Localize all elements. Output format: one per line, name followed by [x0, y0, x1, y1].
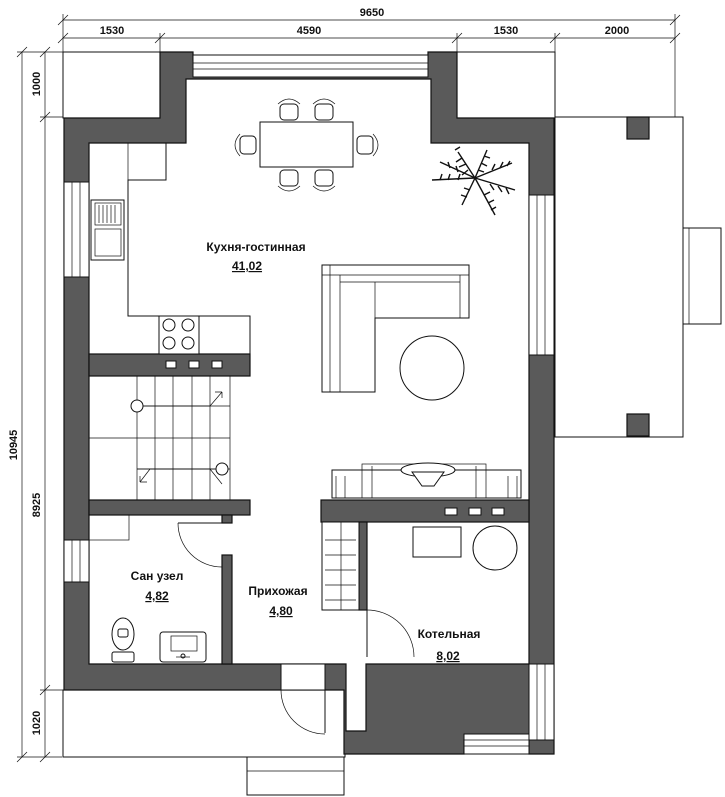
dim-top-4: 2000 — [605, 25, 629, 37]
door-bathroom — [177, 522, 223, 568]
bathroom-shelf — [88, 514, 130, 541]
dim-top-2: 4590 — [297, 25, 321, 37]
dim-total-height: 10945 — [8, 430, 20, 461]
room-name-hall: Прихожая — [248, 584, 307, 598]
room-area-bathroom: 4,82 — [145, 589, 169, 603]
wall-boiler-top — [320, 499, 530, 523]
kitchen-counter — [89, 142, 251, 354]
room-area-hall: 4,80 — [269, 604, 293, 618]
terrace — [554, 116, 722, 438]
plant-icon — [431, 146, 516, 216]
top-niche-right — [456, 51, 556, 119]
wall-boiler-left — [358, 521, 368, 611]
door-boiler — [366, 609, 415, 658]
window-right-boiler — [528, 663, 555, 741]
water-tank — [472, 525, 518, 571]
door-entrance — [280, 689, 326, 735]
dim-left-1: 1000 — [31, 72, 43, 96]
sofa — [321, 264, 470, 393]
wall-stair-bottom — [88, 499, 251, 516]
window-top — [192, 54, 429, 78]
top-niche-left — [62, 51, 161, 119]
sink-icon — [90, 199, 125, 261]
room-name-boiler: Котельная — [418, 627, 481, 641]
tv-console — [331, 462, 522, 499]
dim-top-3: 1530 — [494, 25, 518, 37]
room-name-living: Кухня-гостинная — [206, 240, 305, 254]
stove-icon — [158, 315, 200, 355]
dining-table — [259, 121, 354, 168]
front-door-opening — [280, 663, 326, 691]
dim-left-3: 1020 — [31, 711, 43, 735]
front-porch — [62, 689, 346, 758]
dim-left-2: 8925 — [31, 493, 43, 517]
dimension-lines — [16, 14, 681, 763]
window-right-living — [528, 194, 555, 356]
coffee-table — [399, 335, 465, 401]
room-name-bathroom: Сан узел — [131, 569, 184, 583]
window-bottom-boiler — [463, 733, 530, 755]
boiler-unit — [412, 526, 462, 558]
wardrobe — [321, 521, 360, 611]
room-area-living: 41,02 — [232, 259, 262, 273]
washbasin-icon — [159, 631, 207, 663]
staircase — [89, 375, 231, 501]
dim-total-width: 9650 — [360, 7, 384, 19]
window-left-bathroom — [63, 539, 90, 583]
porch-step — [246, 756, 345, 796]
wall-hall-left — [221, 514, 233, 524]
toilet-icon — [111, 617, 135, 663]
dim-top-1: 1530 — [100, 25, 124, 37]
wall-bathroom-right — [221, 554, 233, 665]
room-area-boiler: 8,02 — [436, 649, 460, 663]
window-left-kitchen — [63, 181, 90, 278]
dining-chairs — [234, 98, 379, 192]
